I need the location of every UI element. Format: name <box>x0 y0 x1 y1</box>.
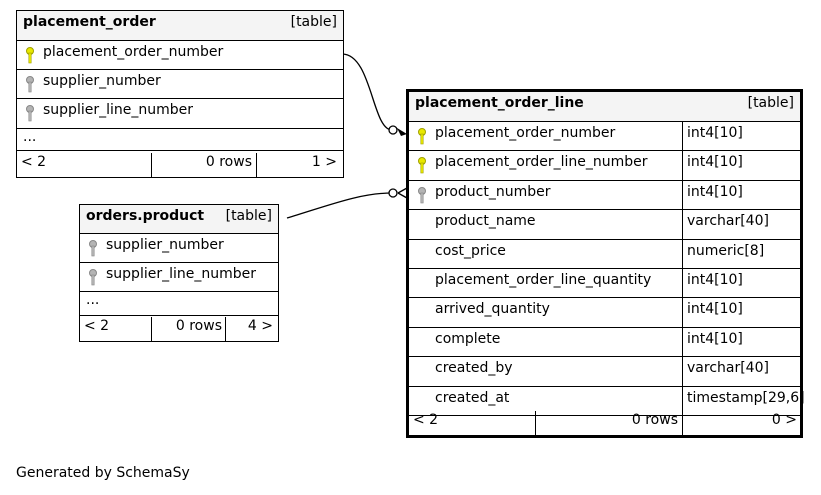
column-name: supplier_number <box>43 73 161 89</box>
column-name: cost_price <box>435 242 506 259</box>
column-name: placement_order_number <box>43 44 224 60</box>
column-name: supplier_number <box>106 237 224 253</box>
foreign-key-icon <box>418 186 426 204</box>
column-name: supplier_line_number <box>43 102 193 118</box>
column-type: int4[10] <box>687 125 743 141</box>
table-header: orders.product [table] <box>80 205 278 234</box>
column-name: arrived_quantity <box>435 301 550 318</box>
footer-rows: 0 rows <box>175 318 222 334</box>
column-name: created_at <box>435 389 510 406</box>
column-row[interactable]: supplier_number <box>80 234 278 263</box>
footer-rows: 0 rows <box>205 154 252 170</box>
foreign-key-icon <box>89 240 97 257</box>
foreign-key-icon <box>26 105 34 122</box>
generated-by-label: Generated by SchemaSy <box>16 465 190 481</box>
table-type: [table] <box>747 95 794 111</box>
column-row[interactable]: product_name varchar[40] <box>409 210 800 240</box>
table-footer: < 2 0 rows 4 > <box>80 317 278 341</box>
column-type: varchar[40] <box>687 213 769 230</box>
column-type: int4[10] <box>687 154 743 171</box>
table-header: placement_order [table] <box>17 11 343 41</box>
column-type: int4[10] <box>687 183 743 200</box>
column-type: timestamp[29,6] <box>687 389 805 406</box>
column-name: placement_order_line_quantity <box>435 272 652 288</box>
column-row[interactable]: supplier_line_number <box>17 99 343 129</box>
more-columns-row: ... <box>80 292 278 316</box>
footer-parents: < 2 <box>84 318 110 334</box>
column-row[interactable]: arrived_quantity int4[10] <box>409 298 800 328</box>
column-row[interactable]: supplier_line_number <box>80 263 278 292</box>
column-row[interactable]: product_number int4[10] <box>409 180 800 211</box>
column-row[interactable]: cost_price numeric[8] <box>409 239 800 269</box>
column-row[interactable]: created_at timestamp[29,6] <box>409 386 805 416</box>
table-name: placement_order_line <box>415 95 584 111</box>
footer-children: 0 > <box>771 412 797 428</box>
table-footer: < 2 0 rows 1 > <box>17 153 343 177</box>
column-name: placement_order_number <box>435 125 616 141</box>
column-name: complete <box>435 330 501 347</box>
column-name: placement_order_line_number <box>435 154 648 171</box>
table-footer: < 2 0 rows 0 > <box>409 411 800 435</box>
column-type: int4[10] <box>687 272 743 288</box>
column-type: varchar[40] <box>687 360 769 377</box>
footer-children: 1 > <box>311 154 337 170</box>
column-row[interactable]: placement_order_number <box>17 41 343 70</box>
footer-rows: 0 rows <box>631 412 678 428</box>
column-name: product_number <box>435 183 551 200</box>
column-row[interactable]: complete int4[10] <box>409 327 800 358</box>
column-row[interactable]: created_by varchar[40] <box>409 357 800 387</box>
footer-parents: < 2 <box>413 412 439 428</box>
column-name: supplier_line_number <box>106 266 256 282</box>
column-type: int4[10] <box>687 330 743 347</box>
more-columns-row: ... <box>17 129 343 151</box>
column-name: product_name <box>435 213 536 230</box>
table-name: orders.product <box>86 208 205 224</box>
placement-order-table[interactable]: placement_order [table] placement_order_… <box>16 10 344 178</box>
foreign-key-icon <box>89 269 97 286</box>
table-type: [table] <box>225 208 272 224</box>
primary-key-icon <box>418 157 426 174</box>
column-row[interactable]: supplier_number <box>17 70 343 99</box>
column-row[interactable]: placement_order_line_quantity int4[10] <box>409 269 800 299</box>
primary-key-icon <box>26 47 34 64</box>
footer-parents: < 2 <box>21 154 47 170</box>
column-name: created_by <box>435 360 513 377</box>
primary-key-icon <box>418 128 426 145</box>
column-type: int4[10] <box>687 301 743 318</box>
table-name: placement_order <box>23 14 156 30</box>
ellipsis: ... <box>86 292 100 308</box>
orders-product-table[interactable]: orders.product [table] supplier_number s… <box>79 204 279 342</box>
ellipsis: ... <box>23 129 37 145</box>
column-row[interactable]: placement_order_line_number int4[10] <box>409 151 800 181</box>
column-row[interactable]: placement_order_number int4[10] <box>409 122 800 152</box>
table-header: placement_order_line [table] <box>409 92 800 122</box>
table-type: [table] <box>290 14 337 30</box>
foreign-key-icon <box>26 76 34 93</box>
column-type: numeric[8] <box>687 242 765 259</box>
footer-children: 4 > <box>247 318 273 334</box>
